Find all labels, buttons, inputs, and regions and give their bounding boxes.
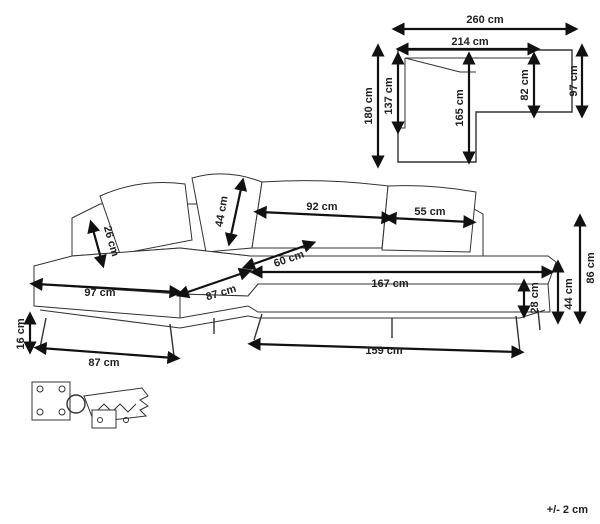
bracket-teeth — [95, 403, 137, 413]
dim-label-44-seat: 44 cm — [563, 278, 575, 309]
bracket-plate-right — [91, 409, 117, 429]
bracket-screw-icon — [36, 385, 44, 393]
dim-label-16: 16 cm — [15, 318, 27, 349]
leg-back-right — [515, 315, 521, 353]
leg-rear-right — [537, 309, 541, 331]
cushion-left — [99, 182, 193, 255]
dim-line-87-base — [33, 341, 181, 365]
tolerance-note: +/- 2 cm — [546, 504, 588, 516]
plan-outline — [397, 49, 573, 163]
dim-label-28: 28 cm — [529, 282, 541, 313]
sofa-drawing: 26 cm 44 cm 92 cm 55 cm 60 cm 97 cm 87 c… — [15, 173, 597, 369]
dim-label-180: 180 cm — [363, 87, 375, 125]
dim-line-26 — [87, 219, 107, 269]
bracket-pivot — [66, 394, 86, 414]
dim-line-55 — [383, 211, 477, 229]
leg-front-right — [253, 313, 263, 341]
bracket-screw-icon — [58, 385, 66, 393]
dim-line-60 — [241, 239, 317, 271]
plan-inner-outline — [398, 57, 535, 129]
bracket-screw-icon — [36, 408, 44, 416]
dim-label-82: 82 cm — [519, 69, 531, 100]
dim-label-97-top: 97 cm — [568, 65, 580, 96]
plan-step — [404, 57, 476, 73]
dim-line-97-chaise — [29, 277, 183, 299]
dim-label-55: 55 cm — [414, 206, 445, 218]
dim-line-44-back — [224, 177, 248, 247]
leg-front-middle — [169, 323, 175, 357]
dim-line-87-chaise — [175, 267, 253, 299]
dim-label-214: 214 cm — [451, 36, 489, 48]
dim-label-92: 92 cm — [306, 201, 337, 213]
dim-line-92 — [253, 205, 395, 225]
bracket-plate-left — [31, 381, 71, 421]
bracket-screw-icon — [58, 408, 66, 416]
dim-label-44-back: 44 cm — [213, 195, 230, 228]
dim-label-87-base: 87 cm — [88, 357, 119, 369]
dim-label-165: 165 cm — [454, 89, 466, 127]
bracket-screw-icon — [97, 417, 103, 423]
leg-front-left — [39, 317, 47, 349]
top-view-plan: 260 cm 214 cm 180 cm 137 cm 165 cm 82 cm… — [363, 14, 589, 169]
dim-label-86: 86 cm — [585, 252, 597, 283]
dim-line-159 — [247, 337, 525, 359]
dim-label-137: 137 cm — [383, 77, 395, 115]
connector-bracket-detail — [31, 381, 149, 429]
dim-label-97-chaise: 97 cm — [84, 287, 115, 299]
dim-label-167: 167 cm — [371, 278, 409, 290]
bracket-screw-icon — [123, 417, 129, 423]
dim-label-260: 260 cm — [466, 14, 504, 26]
dim-label-159: 159 cm — [365, 345, 403, 357]
